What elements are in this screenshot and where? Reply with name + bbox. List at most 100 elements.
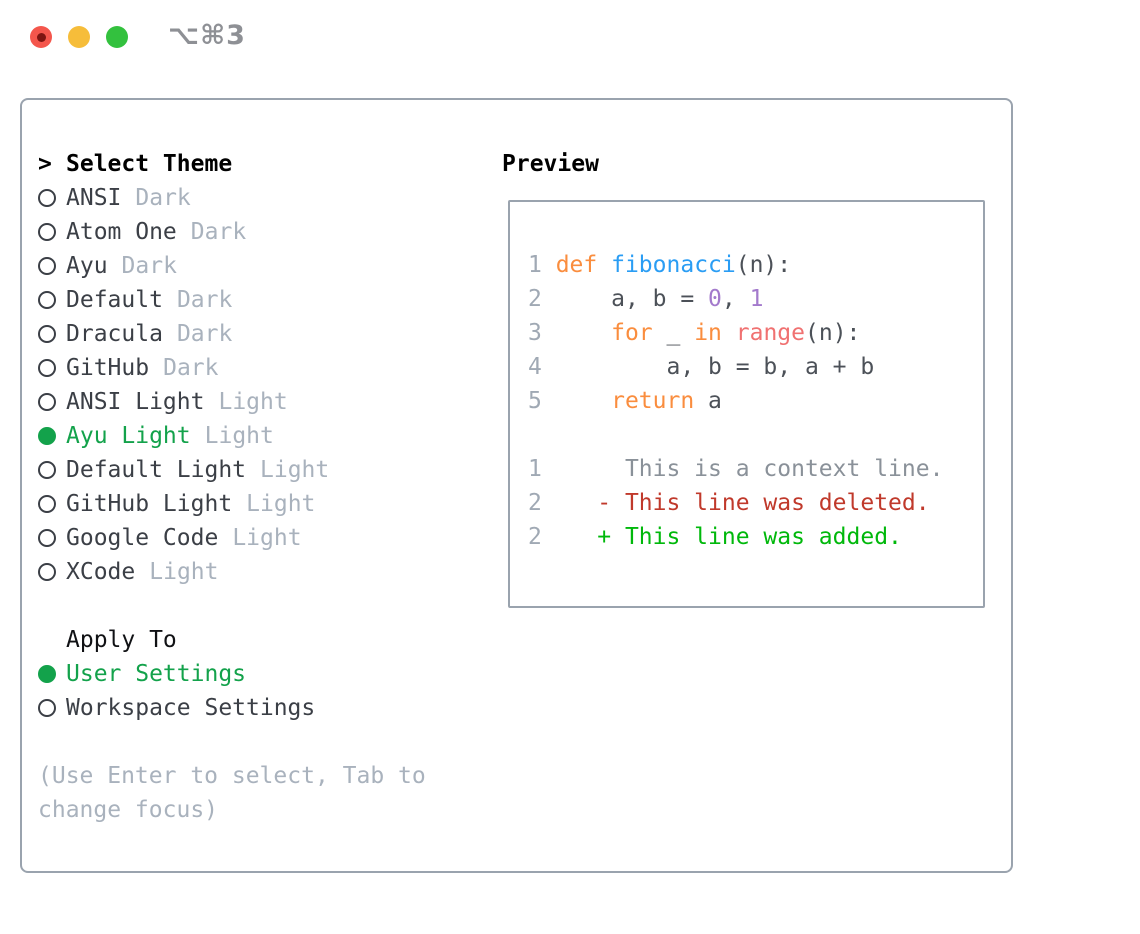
bullet-cell xyxy=(38,291,66,309)
option-tag: Light xyxy=(246,491,316,517)
code-token: a, b = xyxy=(555,286,709,312)
code-token: range xyxy=(735,320,805,346)
option-name: GitHub Light xyxy=(66,491,233,517)
radio-selected-icon xyxy=(38,665,56,683)
radio-unselected-icon xyxy=(38,189,56,207)
option-tag: Dark xyxy=(176,287,233,313)
bullet-cell xyxy=(38,665,66,683)
theme-option[interactable]: Google Code Light xyxy=(38,521,448,555)
option-tag: Light xyxy=(232,525,302,551)
option-tag: Dark xyxy=(163,355,219,381)
option-name: Ayu xyxy=(66,253,108,279)
option-name: User Settings xyxy=(66,661,247,687)
line-number: 2 xyxy=(528,524,556,550)
code-token xyxy=(556,524,598,550)
code-token: fibonacci xyxy=(611,252,736,278)
code-token: for xyxy=(611,320,653,346)
code-token xyxy=(556,490,598,516)
code-token: (n): xyxy=(805,320,861,346)
option-name: GitHub xyxy=(66,355,150,381)
window-shortcut-label: ⌥⌘3 xyxy=(168,20,246,51)
apply-to-option[interactable]: Workspace Settings xyxy=(38,691,448,725)
theme-option[interactable]: Atom One Dark xyxy=(38,215,448,249)
close-button[interactable] xyxy=(30,26,52,48)
bullet-cell xyxy=(38,495,66,513)
option-tag: Light xyxy=(204,423,274,449)
code-line: 2 a, b = 0, 1 xyxy=(528,282,983,316)
radio-unselected-icon xyxy=(38,223,56,241)
radio-unselected-icon xyxy=(38,495,56,513)
preview-title: Preview xyxy=(502,151,599,177)
bullet-cell xyxy=(38,699,66,717)
radio-unselected-icon xyxy=(38,461,56,479)
code-token xyxy=(556,388,611,414)
line-number: 3 xyxy=(528,320,556,346)
radio-selected-icon xyxy=(38,427,56,445)
theme-option[interactable]: XCode Light xyxy=(38,555,448,589)
option-tag: Dark xyxy=(121,253,177,279)
option-tag: Dark xyxy=(190,219,247,245)
line-number: 2 xyxy=(528,286,556,312)
theme-option[interactable]: ANSI Light Light xyxy=(38,385,448,419)
select-theme-title: Select Theme xyxy=(66,151,233,177)
apply-to-option[interactable]: User Settings xyxy=(38,657,448,691)
bullet-cell xyxy=(38,461,66,479)
code-line: 5 return a xyxy=(528,384,983,418)
option-tag: Dark xyxy=(176,321,233,347)
code-token: in xyxy=(694,320,722,346)
code-token: + This line was added. xyxy=(597,524,902,550)
option-name: XCode xyxy=(66,559,136,585)
bullet-cell xyxy=(38,529,66,547)
option-name: Ayu Light xyxy=(66,423,191,449)
radio-unselected-icon xyxy=(38,699,56,717)
option-name: ANSI Light xyxy=(66,389,205,415)
prompt-icon: > xyxy=(38,151,52,177)
code-token: This is a context line. xyxy=(555,456,944,482)
minimize-button[interactable] xyxy=(68,26,90,48)
code-line xyxy=(528,418,983,452)
line-number: 1 xyxy=(528,456,556,482)
option-tag: Light xyxy=(218,389,288,415)
option-name: Default Light xyxy=(66,457,247,483)
radio-unselected-icon xyxy=(38,563,56,581)
code-token: 0 xyxy=(708,286,722,312)
radio-unselected-icon xyxy=(38,393,56,411)
option-tag: Light xyxy=(149,559,219,585)
option-name: Workspace Settings xyxy=(66,695,316,721)
select-theme-header: > Select Theme xyxy=(38,147,448,181)
code-token: 1 xyxy=(749,286,764,312)
bullet-cell xyxy=(38,427,66,445)
line-number: 1 xyxy=(528,252,556,278)
code-token: - This line was deleted. xyxy=(597,490,930,516)
code-token xyxy=(597,252,611,278)
radio-unselected-icon xyxy=(38,291,56,309)
code-token: a xyxy=(694,388,722,414)
option-name: Atom One xyxy=(66,219,177,245)
bullet-cell xyxy=(38,325,66,343)
zoom-button[interactable] xyxy=(106,26,128,48)
bullet-cell xyxy=(38,359,66,377)
option-name: Google Code xyxy=(66,525,219,551)
apply-to-label: Apply To xyxy=(38,623,448,657)
option-tag: Dark xyxy=(135,185,191,211)
hint-text: (Use Enter to select, Tab to change focu… xyxy=(38,763,426,823)
code-token xyxy=(556,320,611,346)
theme-option[interactable]: Ayu Light Light xyxy=(38,419,448,453)
theme-option[interactable]: GitHub Dark xyxy=(38,351,448,385)
theme-option[interactable]: GitHub Light Light xyxy=(38,487,448,521)
code-line: 3 for _ in range(n): xyxy=(528,316,983,350)
theme-option[interactable]: Ayu Dark xyxy=(38,249,448,283)
code-token: _ xyxy=(652,320,695,346)
bullet-cell xyxy=(38,257,66,275)
line-number: 2 xyxy=(528,490,556,516)
code-line: 1 This is a context line. xyxy=(528,452,983,486)
